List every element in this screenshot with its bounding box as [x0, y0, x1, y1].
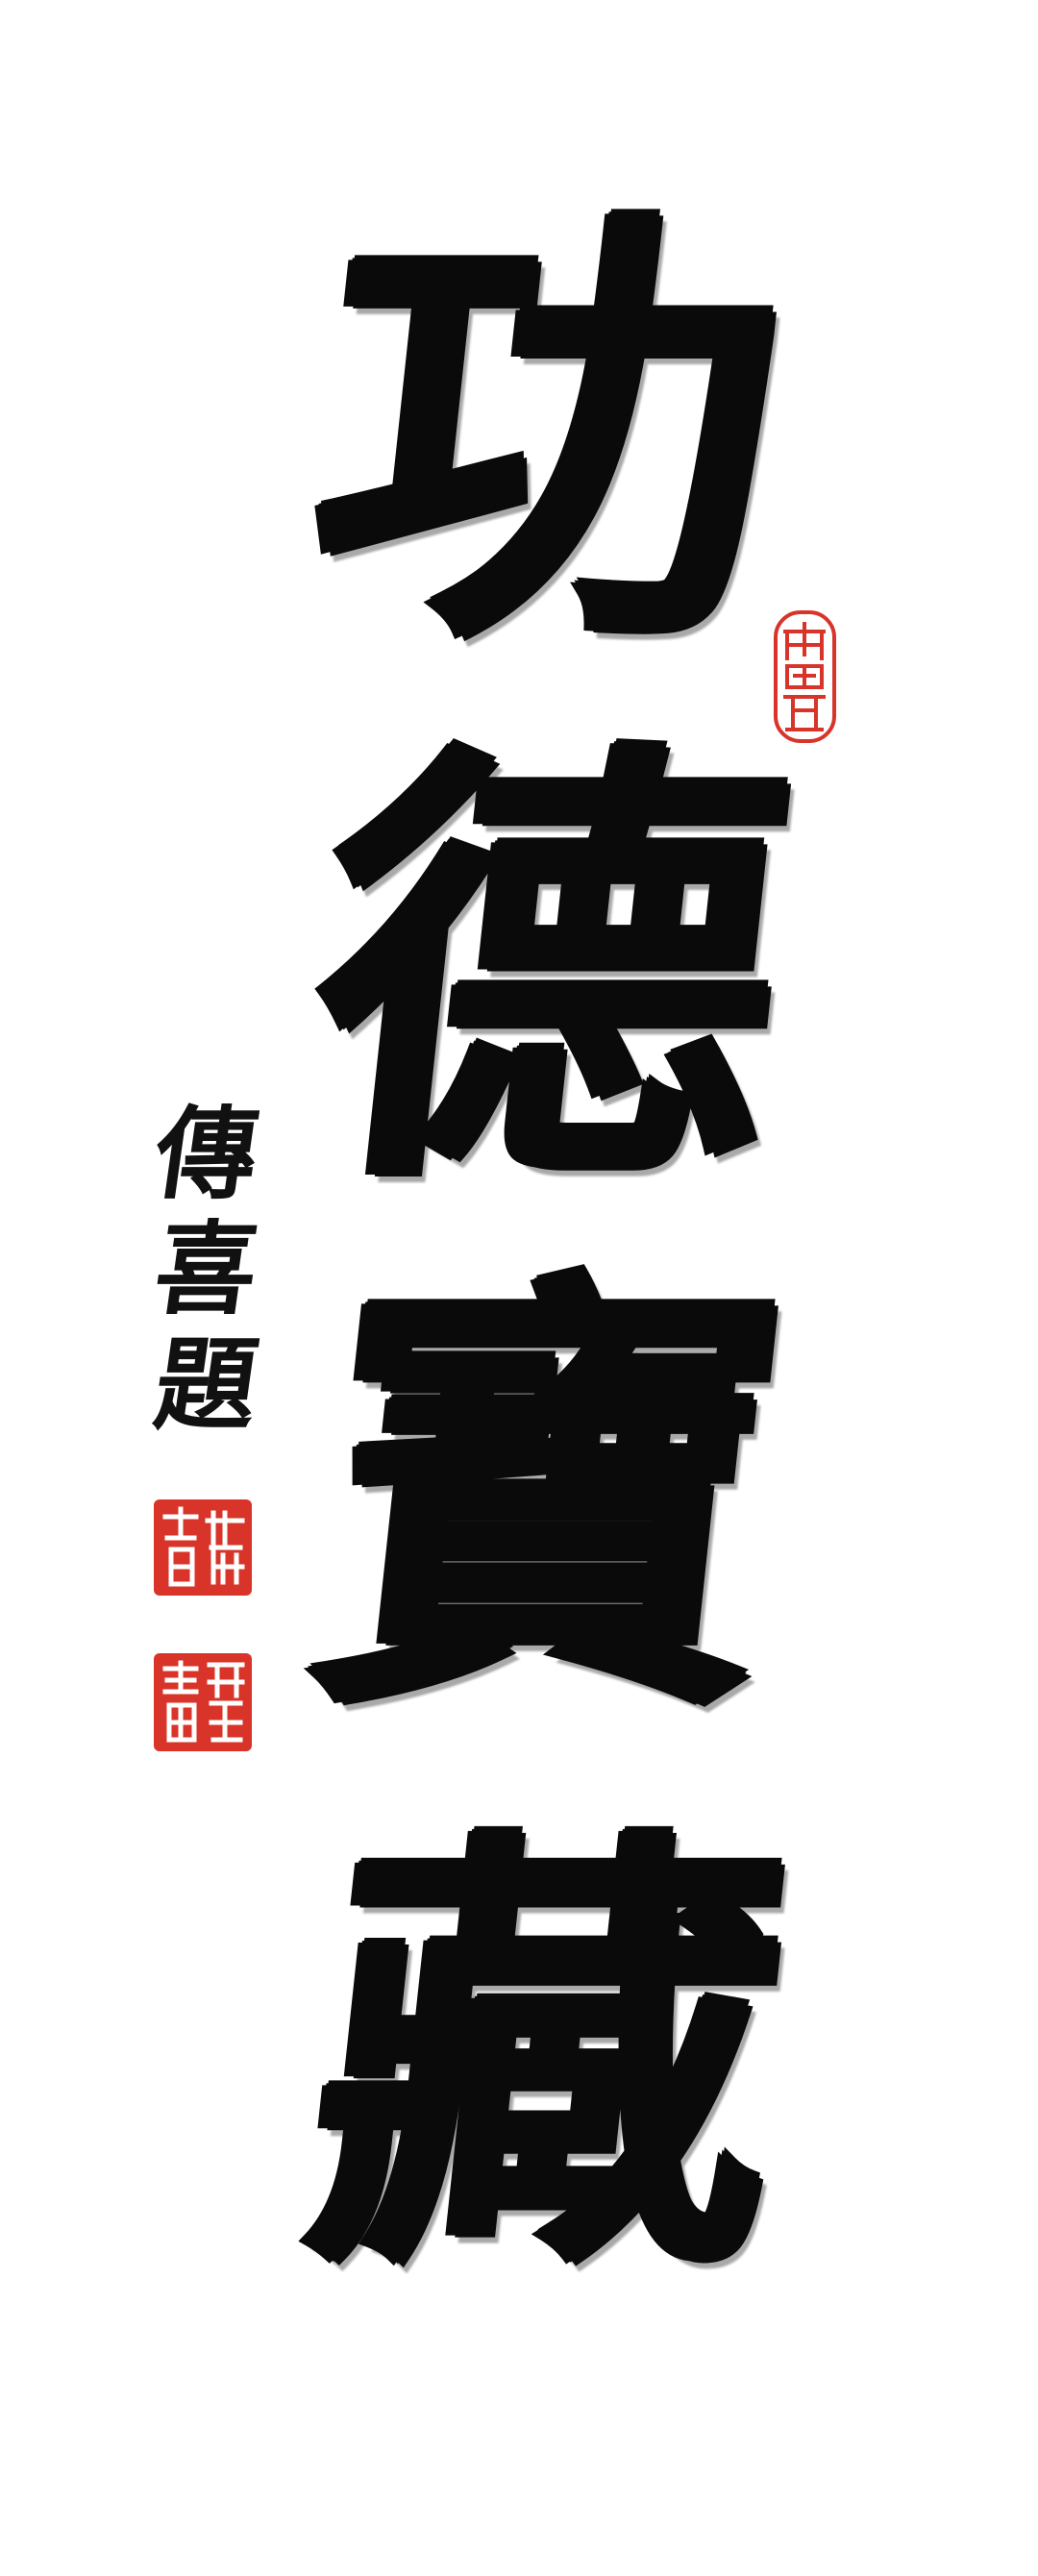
main-calligraphy-column: 功 德 寶 藏	[260, 167, 836, 2326]
main-character-3: 寶	[288, 1234, 807, 1765]
name-seal-icon	[154, 1499, 252, 1596]
inscription-character-2: 喜	[147, 1209, 266, 1328]
main-character-4: 藏	[288, 1792, 807, 2322]
artist-inscription: 傳 喜 題	[135, 1094, 279, 1444]
inscription-character-1: 傳	[147, 1094, 266, 1213]
main-character-2: 德	[288, 706, 807, 1236]
leisure-seal-icon	[774, 610, 836, 743]
art-name-seal-graphic	[154, 1653, 252, 1751]
inscription-character-3: 題	[147, 1325, 266, 1444]
leisure-seal-graphic	[774, 610, 836, 743]
art-name-seal-icon	[154, 1653, 252, 1751]
name-seal-graphic	[154, 1499, 252, 1596]
